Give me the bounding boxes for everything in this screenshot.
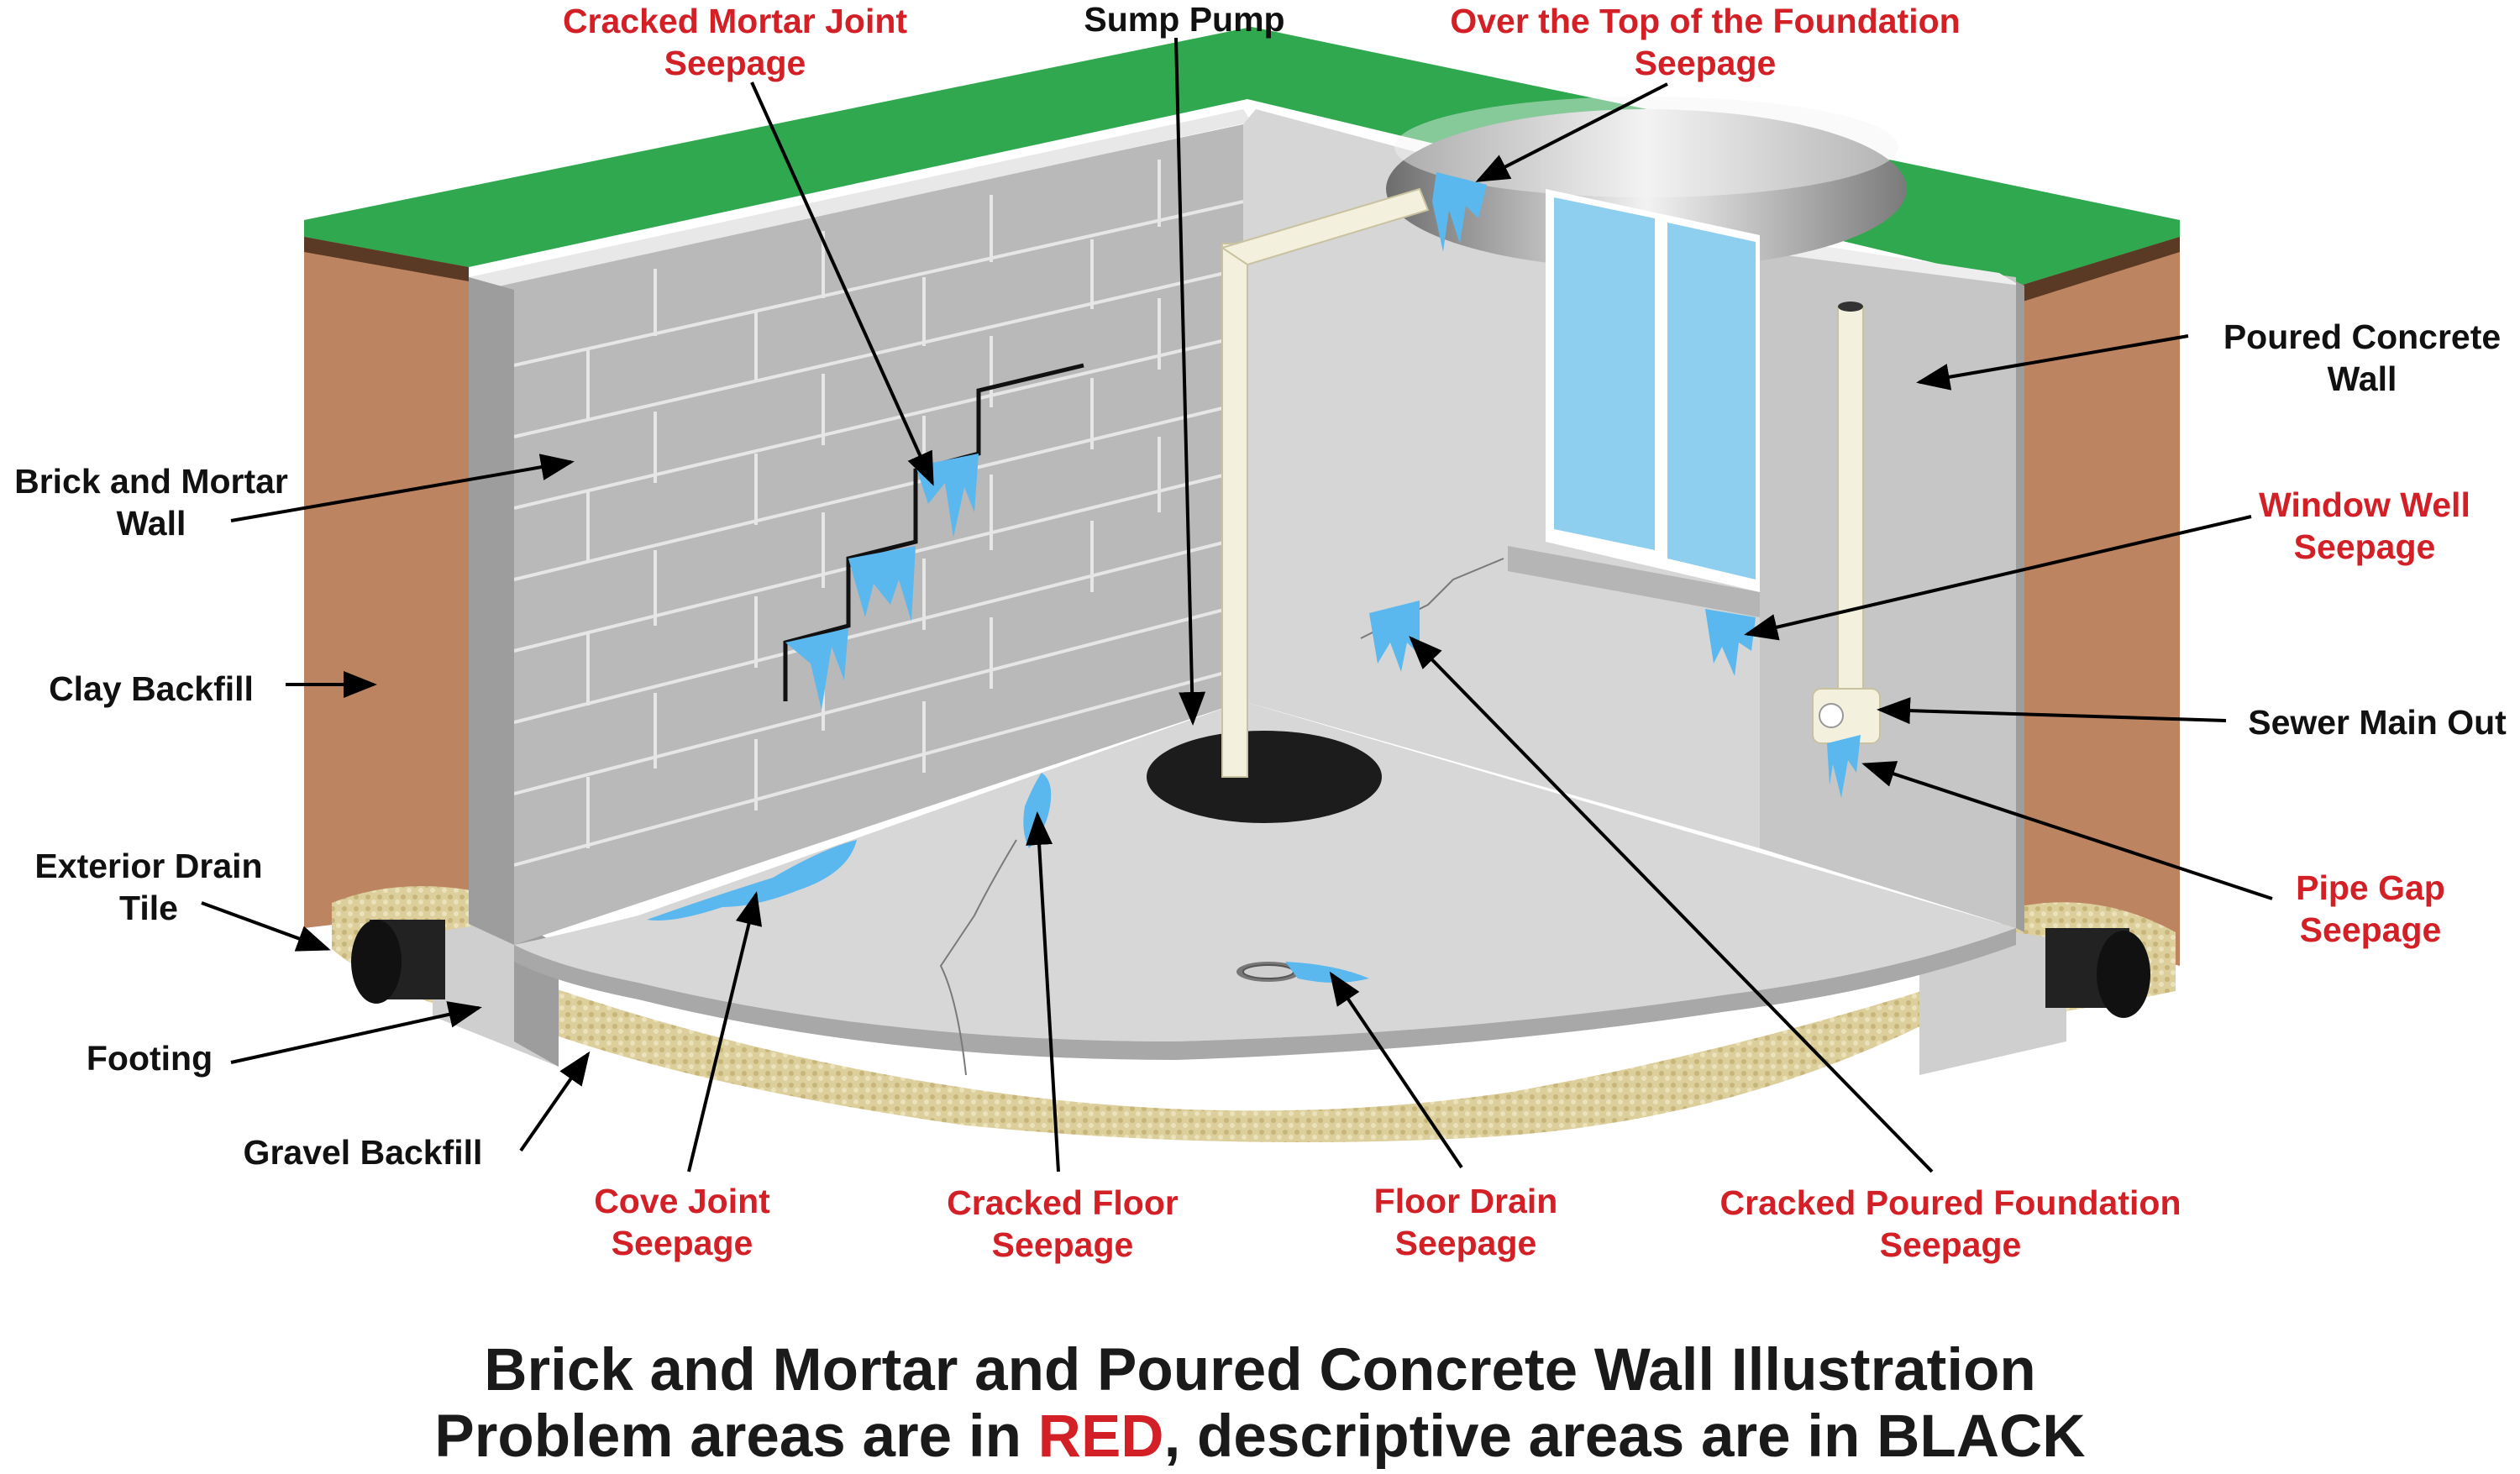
label-poured-concrete-wall: Poured Concrete Wall — [2223, 317, 2502, 398]
label-gravel-backfill: Gravel Backfill — [243, 1133, 483, 1172]
label-exterior-drain-tile: Exterior Drain Tile — [34, 847, 263, 927]
caption-red-word: RED — [1037, 1403, 1164, 1470]
caption-title: Brick and Mortar and Poured Concrete Wal… — [484, 1337, 2036, 1403]
label-cracked-poured-foundation-seepage: Cracked Poured Foundation Seepage — [1719, 1183, 2181, 1264]
clay-backfill — [304, 233, 2180, 966]
exterior-drain-tile — [351, 920, 2150, 1018]
label-pipe-gap-seepage: Pipe Gap Seepage — [2296, 868, 2445, 949]
floor-drain — [1236, 962, 1300, 982]
label-floor-drain-seepage: Floor Drain Seepage — [1373, 1182, 1558, 1262]
label-over-the-top-seepage: Over the Top of the Foundation Seepage — [1450, 2, 1961, 82]
label-clay-backfill: Clay Backfill — [49, 669, 254, 708]
label-window-well-seepage: Window Well Seepage — [2259, 485, 2470, 566]
basement-window — [1386, 97, 1907, 617]
label-footing: Footing — [86, 1039, 213, 1078]
basement-floor — [514, 701, 2016, 1076]
brick-mortar-wall — [469, 109, 1252, 945]
label-cracked-mortar-joint-seepage: Cracked Mortar Joint Seepage — [562, 2, 908, 82]
label-sump-pump: Sump Pump — [1084, 0, 1285, 39]
label-cracked-floor-seepage: Cracked Floor Seepage — [947, 1183, 1179, 1264]
caption-legend: Problem areas are in RED, descriptive ar… — [434, 1403, 2086, 1470]
sewer-pipe — [1812, 302, 1881, 744]
label-cove-joint-seepage: Cove Joint Seepage — [594, 1182, 770, 1262]
callout-arrows — [201, 37, 2273, 1173]
sump-pump — [1147, 187, 1430, 823]
label-sewer-main-out: Sewer Main Out — [2248, 703, 2507, 742]
gravel-backfill — [332, 886, 2176, 1142]
label-brick-and-mortar-wall: Brick and Mortar Wall — [14, 462, 288, 543]
